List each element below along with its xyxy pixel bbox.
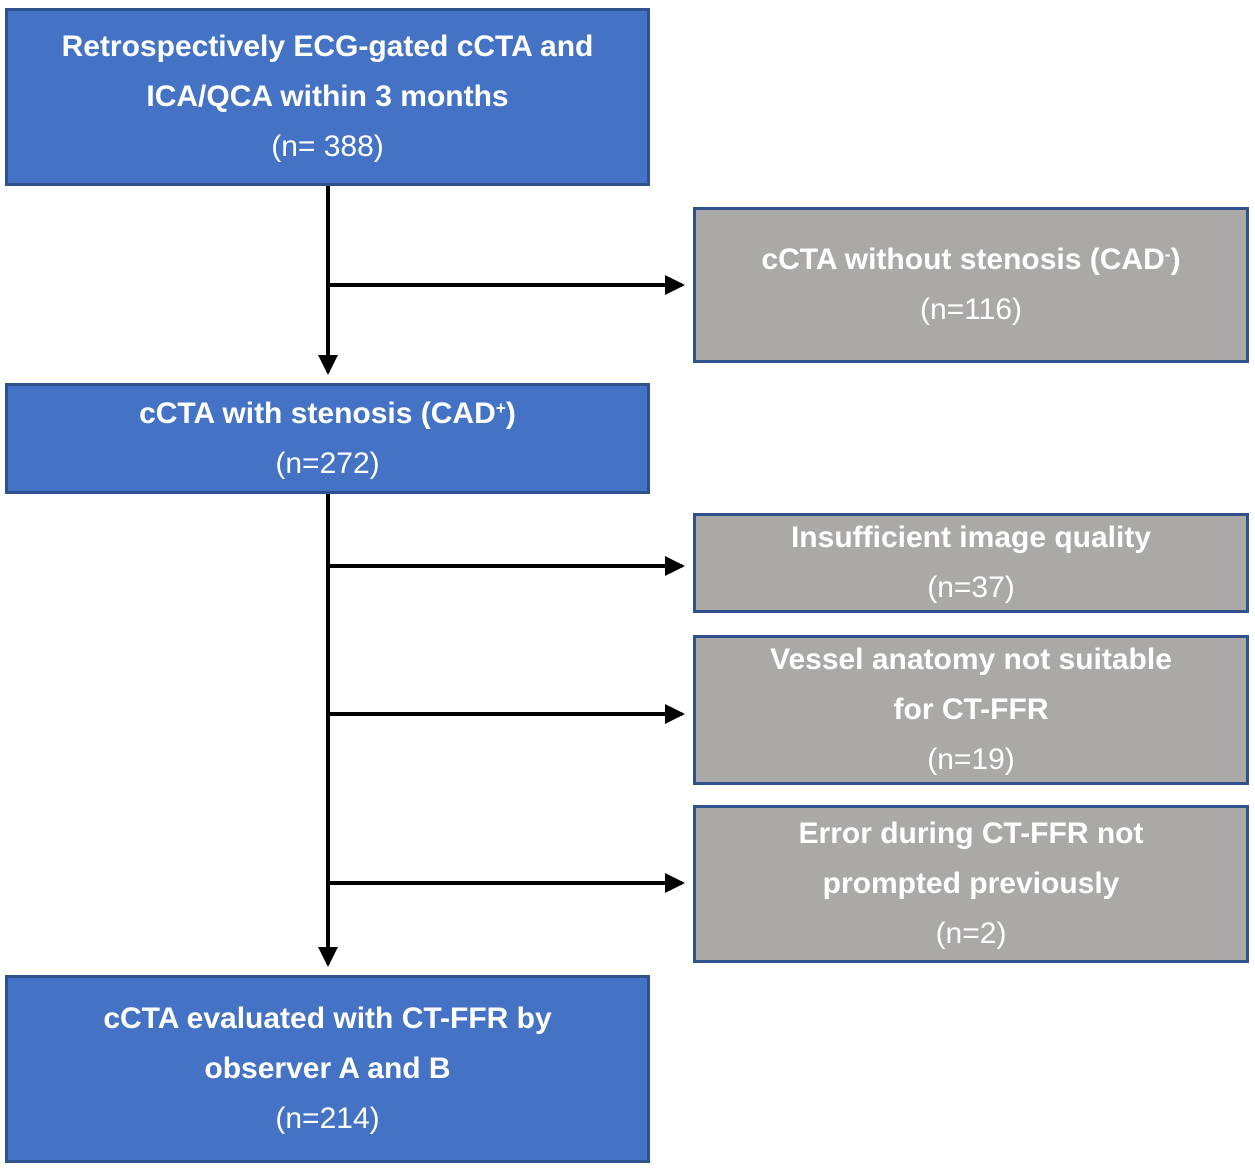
node-excluded-no-stenosis: cCTA without stenosis (CAD-) (n=116): [693, 207, 1249, 363]
node-final-evaluated-label-line2: observer A and B: [204, 1052, 451, 1085]
node-excluded-vessel-anatomy: Vessel anatomy not suitable for CT-FFR (…: [693, 635, 1249, 785]
node-stenosis-count: (n=272): [275, 446, 380, 480]
node-stenosis-label: cCTA with stenosis (CAD+): [139, 396, 516, 430]
cad-plus-superscript: +: [495, 397, 506, 418]
node-final-evaluated-label-line1: cCTA evaluated with CT-FFR by: [103, 1002, 552, 1035]
node-excluded-vessel-anatomy-label-line2: for CT-FFR: [893, 693, 1049, 726]
node-excluded-no-stenosis-label: cCTA without stenosis (CAD-): [761, 243, 1181, 276]
node-excluded-ctffr-error-label-line2: prompted previously: [822, 867, 1120, 900]
node-final-evaluated: cCTA evaluated with CT-FFR by observer A…: [5, 975, 650, 1163]
node-excluded-ctffr-error-label-line1: Error during CT-FFR not: [798, 817, 1144, 850]
node-excluded-vessel-anatomy-label-line1: Vessel anatomy not suitable: [770, 643, 1172, 676]
node-excluded-image-quality-label: Insufficient image quality: [790, 521, 1152, 554]
node-enrollment: Retrospectively ECG-gated cCTA and ICA/Q…: [5, 8, 650, 186]
node-excluded-ctffr-error: Error during CT-FFR not prompted previou…: [693, 805, 1249, 963]
node-enrollment-count: (n= 388): [271, 130, 384, 163]
cad-minus-superscript: -: [1164, 244, 1171, 265]
node-stenosis: cCTA with stenosis (CAD+) (n=272): [5, 383, 650, 494]
node-excluded-image-quality-count: (n=37): [927, 571, 1015, 604]
node-enrollment-label-line2: ICA/QCA within 3 months: [146, 80, 509, 113]
node-excluded-vessel-anatomy-count: (n=19): [927, 743, 1015, 776]
node-excluded-image-quality: Insufficient image quality (n=37): [693, 513, 1249, 613]
node-excluded-ctffr-error-count: (n=2): [935, 917, 1007, 950]
node-enrollment-label-line1: Retrospectively ECG-gated cCTA and: [61, 30, 594, 63]
node-final-evaluated-count: (n=214): [275, 1102, 380, 1135]
node-excluded-no-stenosis-count: (n=116): [919, 293, 1022, 326]
